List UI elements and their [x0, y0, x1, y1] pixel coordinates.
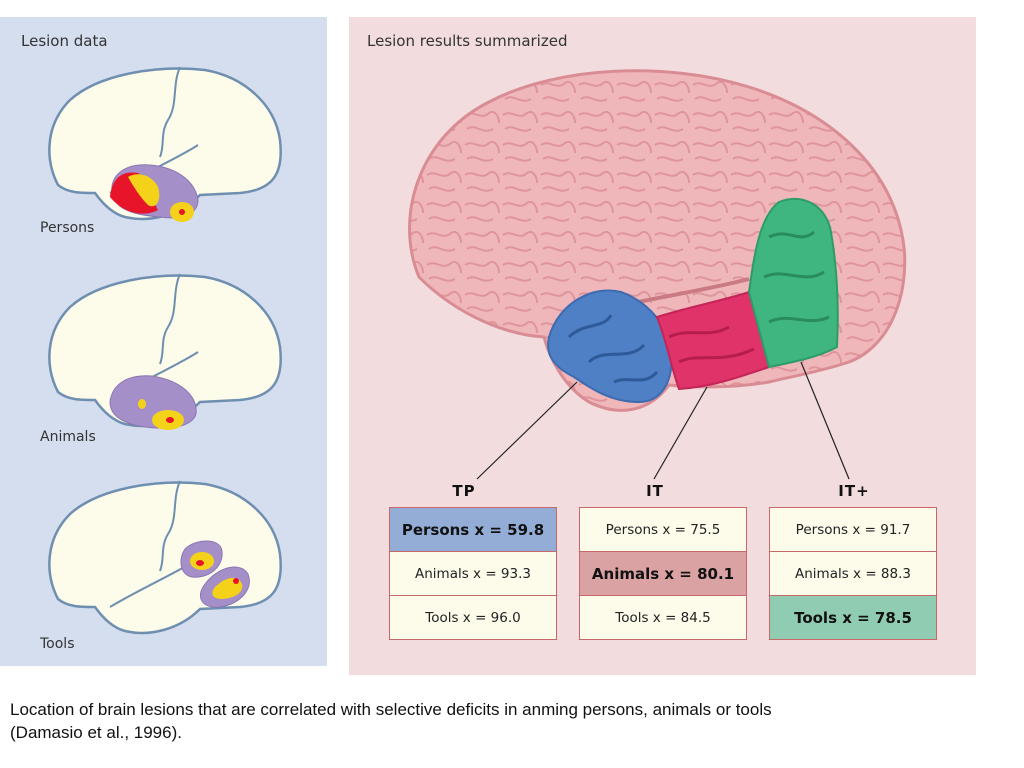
- it-plus-persons-cell: Persons x = 91.7: [770, 508, 936, 552]
- persons-label: Persons: [40, 220, 95, 236]
- tp-persons-cell: Persons x = 59.8: [390, 508, 556, 552]
- caption-line-2: (Damasio et al., 1996).: [10, 723, 182, 742]
- it-label: IT: [646, 482, 664, 500]
- persons-brain-diagram: [48, 66, 282, 222]
- tools-brain-diagram: [48, 480, 282, 635]
- it-region: [655, 290, 771, 391]
- it-connector-line: [653, 386, 708, 480]
- summary-brain-illustration: [408, 69, 907, 480]
- tp-animals-cell: Animals x = 93.3: [390, 552, 556, 596]
- it-persons-cell: Persons x = 75.5: [580, 508, 746, 552]
- tools-label: Tools: [40, 636, 75, 652]
- tp-tools-cell: Tools x = 96.0: [425, 609, 521, 626]
- tp-region: [547, 289, 673, 404]
- animals-label: Animals: [40, 429, 96, 445]
- it-plus-tools-cell: Tools x = 78.5: [770, 596, 936, 639]
- caption-line-1: Location of brain lesions that are corre…: [10, 700, 772, 719]
- tp-label: TP: [452, 482, 476, 500]
- tp-connector-line: [476, 381, 578, 480]
- lesion-results-title: Lesion results summarized: [367, 32, 568, 50]
- it-plus-region: [747, 197, 839, 369]
- it-results-table: Persons x = 75.5 Animals x = 80.1 Tools …: [579, 507, 747, 640]
- figure-caption: Location of brain lesions that are corre…: [10, 698, 1010, 744]
- it-tools-cell: Tools x = 84.5: [615, 609, 711, 626]
- it-plus-animals-cell: Animals x = 88.3: [770, 552, 936, 596]
- lesion-results-panel: Lesion results summarized TP Persons x =…: [349, 17, 976, 675]
- tp-results-table: Persons x = 59.8 Animals x = 93.3 Tools …: [389, 507, 557, 640]
- it-plus-label: IT+: [838, 482, 870, 500]
- it-animals-cell: Animals x = 80.1: [580, 552, 746, 596]
- it-plus-connector-line: [800, 361, 850, 480]
- it-plus-results-table: Persons x = 91.7 Animals x = 88.3 Tools …: [769, 507, 937, 640]
- lesion-data-title: Lesion data: [21, 32, 108, 50]
- lesion-data-panel: Lesion data Persons Animals Tools: [0, 17, 327, 666]
- animals-brain-diagram: [48, 273, 282, 430]
